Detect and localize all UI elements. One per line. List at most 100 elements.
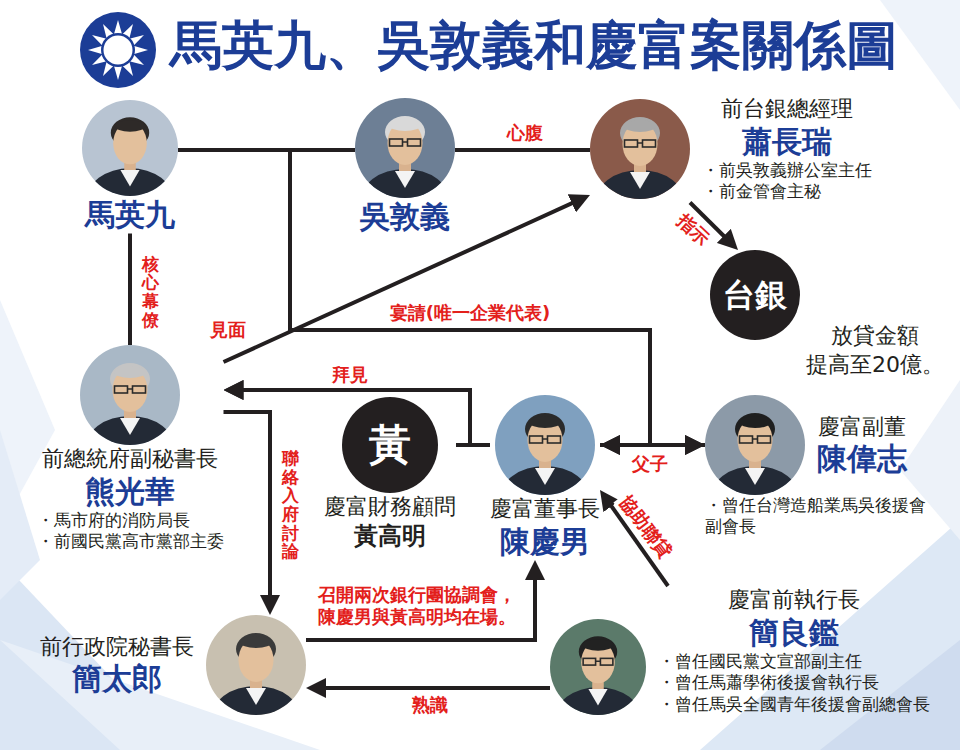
edge-label: 宴請(唯一企業代表) <box>387 302 553 324</box>
shirt-collar <box>630 172 650 189</box>
connector <box>178 150 695 445</box>
portrait-figure <box>355 98 455 198</box>
glasses-lens <box>115 386 128 393</box>
person-node: 馬英九 <box>82 100 178 234</box>
shirt-collar <box>588 689 607 705</box>
glasses-bridge <box>638 142 643 144</box>
background-shape <box>0 430 40 600</box>
glasses-lens <box>625 140 638 147</box>
person-node: 慶富前執行長簡良鑑・曾任國民黨文宣部副主任・曾任馬蕭學術後援會執行長・曾任馬吳全… <box>550 586 930 715</box>
annotation: 放貸金額 提高至20億。 <box>800 322 950 379</box>
shirt-collar <box>120 170 139 186</box>
person-node: 前台銀總經理蕭長瑞・前吳敦義辦公室主任・前金管會主秘 <box>590 95 872 203</box>
dark-circle-shape <box>710 250 800 340</box>
portrait-figure <box>590 99 690 199</box>
photo-holder <box>590 99 690 199</box>
edge-label: 心腹 <box>504 122 546 144</box>
connector <box>455 148 590 152</box>
person-name: 馬英九 <box>82 196 178 234</box>
emblem-ring <box>101 33 135 67</box>
glasses-bridge <box>543 438 548 440</box>
suit <box>84 416 176 445</box>
emblem-sun <box>88 20 148 80</box>
edge-label: 熟識 <box>409 694 451 716</box>
hair-fringe <box>115 120 146 132</box>
glasses-bridge <box>596 660 601 662</box>
note-item: ・前吳敦義辦公室主任 <box>702 160 872 181</box>
portrait-figure <box>550 619 646 715</box>
circle-label: 黃 <box>342 397 438 493</box>
note-item: ・前金管會主秘 <box>702 181 872 202</box>
glasses-lens <box>583 658 595 665</box>
glasses-lens <box>408 139 421 146</box>
role-heading: 前總統府副秘書長 <box>37 445 224 473</box>
person-name: 吳敦義 <box>355 198 455 236</box>
emblem-center <box>104 36 133 65</box>
person-name: 簡太郎 <box>40 660 194 698</box>
text-column: 慶富前執行長簡良鑑・曾任國民黨文宣部副主任・曾任馬蕭學術後援會執行長・曾任馬吳全… <box>658 586 930 715</box>
background-shape <box>900 380 960 540</box>
photo-holder <box>206 615 306 715</box>
edge-label: 聯絡入府討論 <box>282 447 299 563</box>
connector <box>224 412 271 605</box>
portrait-photo <box>206 615 306 715</box>
suit <box>594 170 686 199</box>
edge-label: 核心幕僚 <box>142 253 159 332</box>
shirt-collar <box>535 468 555 485</box>
organization-circle: 台銀 <box>710 250 800 340</box>
node-row: 前台銀總經理蕭長瑞・前吳敦義辦公室主任・前金管會主秘 <box>590 95 872 203</box>
portrait-figure <box>705 395 805 495</box>
hair-fringe <box>389 119 421 131</box>
role-heading: 前行政院秘書長 <box>40 633 194 661</box>
node-row: 慶富前執行長簡良鑑・曾任國民黨文宣部副主任・曾任馬蕭學術後援會執行長・曾任馬吳全… <box>550 586 930 715</box>
shirt-collar <box>246 688 266 705</box>
text-column: 慶富副董陳偉志 <box>817 413 907 478</box>
hair-fringe <box>240 636 272 648</box>
portrait-photo <box>495 395 595 495</box>
person-name: 熊光華 <box>37 473 224 511</box>
portrait-photo <box>550 619 646 715</box>
person-node: 前總統府副秘書長熊光華・馬市府的消防局長・前國民黨高市黨部主委 <box>37 345 224 553</box>
note-item: ・曾任馬吳全國青年後援會副總會長 <box>658 694 930 715</box>
circle-label: 台銀 <box>710 250 800 340</box>
text-column: 前行政院秘書長簡太郎 <box>40 633 194 698</box>
note-item: ・馬市府的消防局長 <box>37 510 224 531</box>
portrait-figure <box>206 615 306 715</box>
photo-holder <box>82 100 178 196</box>
glasses-lens <box>548 436 561 443</box>
photo-holder <box>705 395 805 495</box>
suit <box>554 687 642 715</box>
connector <box>290 150 695 445</box>
person-node: 吳敦義 <box>355 98 455 236</box>
edge-label: 父子 <box>629 453 671 475</box>
shirt-collar <box>120 418 140 435</box>
role-heading: 慶富副董 <box>817 413 907 441</box>
role-heading: 慶富前執行長 <box>658 586 930 614</box>
edge-label: 見面 <box>207 319 249 341</box>
person-name: 蕭長瑞 <box>702 123 872 161</box>
node-row: 慶富副董陳偉志 <box>705 395 950 495</box>
person-node: 慶富董事長陳慶男 <box>490 395 600 560</box>
person-name: 陳慶男 <box>490 523 600 561</box>
edge-label: 召開兩次銀行團協調會， 陳慶男與黃高明均在場。 <box>318 584 530 627</box>
edge-label: 協助聯貸 <box>614 489 678 564</box>
connector <box>316 686 550 690</box>
shirt-collar <box>745 468 765 485</box>
photo-holder <box>80 345 180 445</box>
suit <box>86 168 174 196</box>
suit <box>709 466 801 495</box>
note-item: ・前國民黨高市黨部主委 <box>37 531 224 552</box>
person-node: 慶富副董陳偉志・曾任台灣造船業馬吳後援會 副會長 <box>705 395 950 538</box>
note-item: ・曾任台灣造船業馬吳後援會 副會長 <box>705 495 950 538</box>
portrait-photo <box>80 345 180 445</box>
glasses-lens <box>390 139 403 146</box>
portrait-figure <box>82 100 178 196</box>
role-heading: 慶富董事長 <box>490 495 600 523</box>
person-node: 黃慶富財務顧問黃高明 <box>324 397 456 551</box>
glasses-lens <box>530 436 543 443</box>
glasses-bridge <box>128 388 133 390</box>
connector <box>456 443 490 447</box>
connector <box>178 150 650 445</box>
photo-holder <box>550 619 646 715</box>
circle-holder: 黃 <box>342 397 438 493</box>
